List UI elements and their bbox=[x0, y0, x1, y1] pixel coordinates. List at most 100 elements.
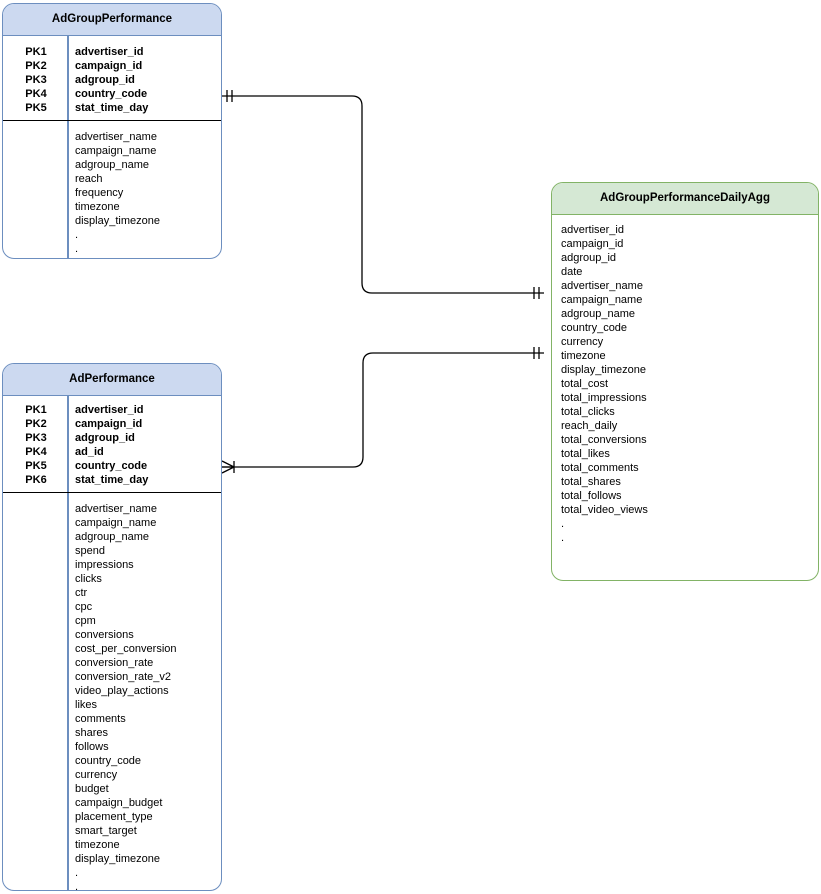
attribute: advertiser_id bbox=[561, 223, 624, 236]
attribute: reach_daily bbox=[561, 419, 618, 432]
attribute: reach bbox=[75, 172, 103, 185]
attribute: total_impressions bbox=[561, 391, 647, 404]
entity-title-ad-performance: AdPerformance bbox=[3, 364, 221, 396]
attribute: budget bbox=[75, 782, 109, 795]
key-attribute-divider bbox=[3, 491, 221, 493]
attribute: impressions bbox=[75, 558, 134, 571]
attribute: currency bbox=[561, 335, 604, 348]
key-tag: PK4 bbox=[25, 445, 47, 458]
attribute: cost_per_conversion bbox=[75, 642, 177, 655]
key-tag: PK6 bbox=[25, 473, 47, 486]
attribute-ellipsis: . bbox=[75, 866, 79, 879]
attribute: campaign_name bbox=[75, 516, 157, 529]
key-tag-column: PK1 PK2 PK3 PK4 PK5 bbox=[3, 36, 69, 115]
key-tag: PK2 bbox=[25, 59, 47, 72]
entity-body-adgroup-performance-daily-agg: advertiser_id campaign_id adgroup_id dat… bbox=[552, 215, 818, 545]
key-tag: PK3 bbox=[25, 73, 47, 86]
column-divider bbox=[67, 35, 69, 258]
entity-adgroup-performance[interactable]: AdGroupPerformance PK1 PK2 PK3 PK4 PK5 a… bbox=[2, 3, 222, 259]
attribute: display_timezone bbox=[561, 363, 646, 376]
attribute: total_follows bbox=[561, 489, 622, 502]
attribute: timezone bbox=[561, 349, 606, 362]
attribute: timezone bbox=[75, 838, 120, 851]
key-field: stat_time_day bbox=[75, 101, 149, 114]
attribute: ctr bbox=[75, 586, 88, 599]
entity-body-ad-performance: PK1 PK2 PK3 PK4 PK5 PK6 advertiser_id ca… bbox=[3, 395, 221, 891]
key-field: country_code bbox=[75, 459, 148, 472]
attribute: total_clicks bbox=[561, 405, 615, 418]
attribute: total_likes bbox=[561, 447, 610, 460]
key-field: stat_time_day bbox=[75, 473, 149, 486]
key-field-column: advertiser_id campaign_id adgroup_id ad_… bbox=[75, 396, 148, 487]
key-field: advertiser_id bbox=[75, 403, 144, 416]
attribute: cpc bbox=[75, 600, 93, 613]
attribute: shares bbox=[75, 726, 109, 739]
entity-title-adgroup-performance: AdGroupPerformance bbox=[3, 4, 221, 36]
attribute-ellipsis: . bbox=[75, 880, 79, 891]
attribute: advertiser_name bbox=[75, 502, 157, 515]
column-divider bbox=[67, 395, 69, 890]
entity-ad-performance[interactable]: AdPerformance PK1 PK2 PK3 PK4 PK5 PK6 ad… bbox=[2, 363, 222, 891]
key-field: adgroup_id bbox=[75, 431, 135, 444]
attribute: adgroup_name bbox=[561, 307, 636, 320]
key-tag: PK5 bbox=[25, 459, 47, 472]
attribute: currency bbox=[75, 768, 118, 781]
attribute: display_timezone bbox=[75, 852, 160, 865]
attribute: clicks bbox=[75, 572, 102, 585]
key-tag: PK5 bbox=[25, 101, 47, 114]
attribute: frequency bbox=[75, 186, 124, 199]
key-attribute-divider bbox=[3, 119, 221, 121]
attribute: comments bbox=[75, 712, 126, 725]
entity-body-adgroup-performance: PK1 PK2 PK3 PK4 PK5 advertiser_id campai… bbox=[3, 35, 221, 258]
attribute: spend bbox=[75, 544, 105, 557]
attribute-column: advertiser_name campaign_name adgroup_na… bbox=[75, 130, 160, 256]
attribute: campaign_budget bbox=[75, 796, 163, 809]
attribute: date bbox=[561, 265, 583, 278]
key-tag: PK1 bbox=[25, 403, 47, 416]
attribute-ellipsis: . bbox=[561, 517, 565, 530]
attribute: conversions bbox=[75, 628, 134, 641]
attribute-ellipsis: . bbox=[75, 242, 79, 255]
key-field: adgroup_id bbox=[75, 73, 135, 86]
attribute-ellipsis: . bbox=[561, 531, 565, 544]
key-field: campaign_id bbox=[75, 417, 143, 430]
attribute: follows bbox=[75, 740, 109, 753]
relationship-adgroup-to-agg[interactable] bbox=[222, 90, 544, 299]
marker-one-and-only-one-target-2 bbox=[533, 347, 540, 359]
attribute: total_comments bbox=[561, 461, 639, 474]
relationship-ad-to-agg[interactable] bbox=[221, 347, 544, 474]
entity-title-adgroup-performance-daily-agg: AdGroupPerformanceDailyAgg bbox=[552, 183, 818, 215]
attribute: adgroup_id bbox=[561, 251, 617, 264]
attribute: conversion_rate_v2 bbox=[75, 670, 172, 683]
key-field: advertiser_id bbox=[75, 45, 144, 58]
attribute: campaign_name bbox=[75, 144, 157, 157]
attribute: conversion_rate bbox=[75, 656, 154, 669]
attribute: total_video_views bbox=[561, 503, 648, 516]
attribute: placement_type bbox=[75, 810, 153, 823]
key-field: country_code bbox=[75, 87, 148, 100]
key-tag-column: PK1 PK2 PK3 PK4 PK5 PK6 bbox=[3, 396, 69, 487]
key-field-column: advertiser_id campaign_id adgroup_id cou… bbox=[75, 36, 148, 115]
attribute: video_play_actions bbox=[75, 684, 169, 697]
attribute: display_timezone bbox=[75, 214, 160, 227]
marker-crows-foot-source bbox=[221, 460, 235, 474]
key-field: ad_id bbox=[75, 445, 104, 458]
attribute: campaign_id bbox=[561, 237, 624, 250]
key-tag: PK3 bbox=[25, 431, 47, 444]
marker-one-and-only-one-target bbox=[533, 287, 540, 299]
attribute: campaign_name bbox=[561, 293, 643, 306]
attribute: country_code bbox=[75, 754, 142, 767]
attribute: adgroup_name bbox=[75, 530, 150, 543]
attribute: timezone bbox=[75, 200, 120, 213]
key-tag: PK2 bbox=[25, 417, 47, 430]
key-field: campaign_id bbox=[75, 59, 143, 72]
key-tag: PK4 bbox=[25, 87, 47, 100]
entity-adgroup-performance-daily-agg[interactable]: AdGroupPerformanceDailyAgg advertiser_id… bbox=[551, 182, 819, 581]
key-tag: PK1 bbox=[25, 45, 47, 58]
attribute: country_code bbox=[561, 321, 628, 334]
attribute: advertiser_name bbox=[561, 279, 643, 292]
attribute: smart_target bbox=[75, 824, 137, 837]
attribute: adgroup_name bbox=[75, 158, 150, 171]
attribute: total_cost bbox=[561, 377, 609, 390]
